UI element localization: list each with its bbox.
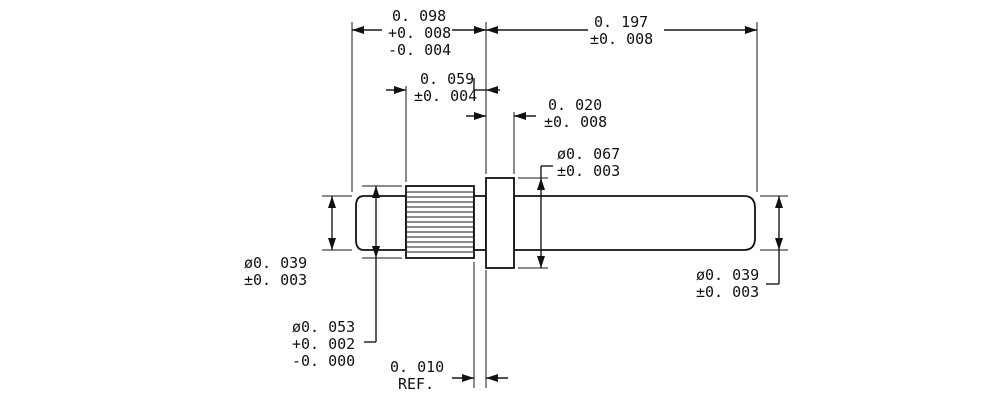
pin-part — [355, 177, 756, 269]
reference-gap-nominal: 0. 010 — [390, 358, 444, 376]
collar-diameter-nominal: ø0. 067 — [557, 145, 620, 163]
dimension-labels: 0. 098 +0. 008 -0. 004 0. 197 ±0. 008 0.… — [244, 7, 759, 393]
top-right-length-nominal: 0. 197 — [594, 13, 648, 31]
knurl-lines — [407, 191, 473, 253]
top-left-length-nominal: 0. 098 — [392, 7, 446, 25]
right-pin-shaft — [513, 195, 756, 251]
top-left-length-lower-tol: -0. 004 — [388, 41, 451, 59]
collar-width-nominal: 0. 020 — [548, 96, 602, 114]
knurl-diameter-nominal: ø0. 053 — [292, 318, 355, 336]
knurl-length-tol: ±0. 004 — [414, 87, 477, 105]
collar-diameter-tol: ±0. 003 — [557, 162, 620, 180]
dimension-lines — [328, 26, 783, 382]
reference-gap-note: REF. — [398, 375, 434, 393]
right-pin-diameter-nominal: ø0. 039 — [696, 266, 759, 284]
knurl-diameter-lower-tol: -0. 000 — [292, 352, 355, 370]
extension-lines — [322, 22, 788, 388]
top-left-length-upper-tol: +0. 008 — [388, 24, 451, 42]
left-pin-diameter-tol: ±0. 003 — [244, 271, 307, 289]
knurl-diameter-upper-tol: +0. 002 — [292, 335, 355, 353]
top-right-length-tol: ±0. 008 — [590, 30, 653, 48]
left-pin-end — [355, 195, 407, 251]
knurl-length-nominal: 0. 059 — [420, 70, 474, 88]
right-pin-diameter-tol: ±0. 003 — [696, 283, 759, 301]
collar-width-tol: ±0. 008 — [544, 113, 607, 131]
neck — [473, 195, 487, 251]
left-pin-diameter-nominal: ø0. 039 — [244, 254, 307, 272]
collar — [485, 177, 515, 269]
